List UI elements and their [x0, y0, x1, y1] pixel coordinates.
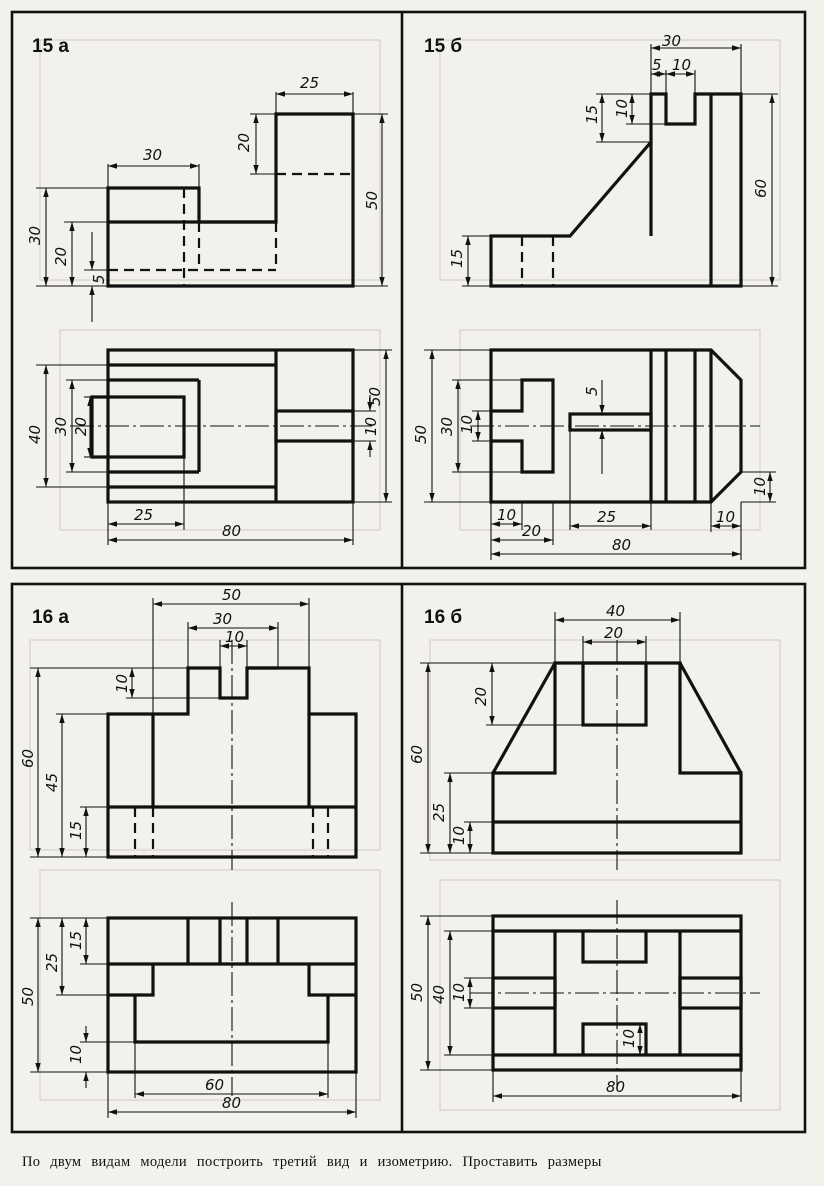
panel-15a: 15 а: [26, 36, 392, 545]
panel-16b-dimension-lines: [420, 612, 742, 1102]
panel-15a-title: 15 а: [32, 36, 69, 57]
dim-value: 50: [363, 191, 381, 210]
dim-value: 25: [134, 506, 153, 524]
dim-value: 25: [300, 74, 319, 92]
dim-value: 10: [225, 628, 244, 646]
dim-value: 10: [362, 417, 380, 436]
panel-15a-dimension-values: 25 20 50 30 30 20 5 40 30 20 50 10 25 80: [26, 74, 384, 540]
panel-16a-top-view: [106, 902, 358, 1096]
dim-value: 10: [113, 674, 131, 693]
dim-value: 50: [412, 425, 430, 444]
panel-16b-dimension-values: 40 20 20 60 25 10 50 40 10 10 80: [408, 602, 638, 1096]
dim-value: 40: [26, 425, 44, 444]
dim-value: 20: [522, 522, 541, 540]
panel-15b-front-view: [489, 92, 743, 288]
panel-15b-top-view: [470, 348, 760, 504]
dim-value: 15: [583, 105, 601, 124]
dim-value: 30: [26, 226, 44, 245]
panel-16b: 16 б: [408, 602, 760, 1102]
dim-value: 25: [43, 953, 61, 972]
panel-16a-dimension-values: 50 30 10 10 60 45 15 50 25 15 10 60 80: [19, 586, 244, 1112]
dim-value: 60: [19, 749, 37, 768]
panel-15b-title: 15 б: [424, 36, 462, 57]
dim-value: 10: [620, 1029, 638, 1048]
dim-value: 40: [606, 602, 625, 620]
panel-16b-top-view: [470, 900, 760, 1090]
dim-value: 20: [472, 687, 490, 706]
dim-value: 25: [597, 508, 616, 526]
dim-value: 45: [43, 773, 61, 792]
panel-16b-title: 16 б: [424, 607, 462, 628]
panel-16a: 16 а: [19, 586, 358, 1118]
dim-value: 10: [751, 477, 769, 496]
dim-value: 50: [366, 387, 384, 406]
dim-value: 30: [662, 32, 681, 50]
dim-value: 10: [450, 826, 468, 845]
dim-value: 25: [430, 803, 448, 822]
dim-value: 30: [143, 146, 162, 164]
dim-value: 10: [450, 983, 468, 1002]
dim-value: 30: [52, 417, 70, 436]
dim-value: 50: [19, 987, 37, 1006]
dim-value: 10: [672, 56, 691, 74]
dim-value: 5: [90, 274, 108, 284]
panel-15a-top-view: [70, 348, 372, 504]
panel-16a-front-view: [106, 640, 358, 870]
panel-15b-dimension-values: 30 5 10 15 10 60 15 5 50 30 10 10 10 20 …: [412, 32, 770, 554]
dim-value: 15: [67, 821, 85, 840]
panel-16b-front-view: [491, 640, 743, 870]
dim-value: 50: [408, 983, 426, 1002]
dim-value: 80: [222, 1094, 241, 1112]
dim-value: 60: [752, 179, 770, 198]
dim-value: 10: [497, 506, 516, 524]
dim-value: 10: [458, 415, 476, 434]
panel-frames: [10, 10, 807, 1134]
panel-15b: 15 б: [412, 32, 778, 560]
dim-value: 20: [52, 247, 70, 266]
dim-value: 10: [613, 99, 631, 118]
panel-15b-dimension-lines: [424, 44, 778, 560]
dim-value: 5: [583, 386, 601, 396]
panel-16a-dimension-lines: [30, 598, 357, 1118]
panel-15a-dimension-lines: [36, 91, 392, 545]
dim-value: 60: [205, 1076, 224, 1094]
show-through-background: [29, 39, 781, 1111]
dim-value: 10: [716, 508, 735, 526]
dim-value: 30: [213, 610, 232, 628]
dim-value: 40: [430, 985, 448, 1004]
panel-15a-front-view: [106, 112, 355, 288]
dim-value: 20: [72, 417, 90, 436]
dim-value: 20: [235, 133, 253, 152]
dim-value: 5: [652, 56, 662, 74]
dim-value: 80: [606, 1078, 625, 1096]
dim-value: 50: [222, 586, 241, 604]
task-caption: По двум видам модели построить третий ви…: [22, 1154, 602, 1170]
dim-value: 10: [67, 1045, 85, 1064]
dim-value: 15: [67, 931, 85, 950]
dim-value: 30: [438, 417, 456, 436]
dim-value: 60: [408, 745, 426, 764]
dim-value: 80: [222, 522, 241, 540]
dim-value: 80: [612, 536, 631, 554]
dim-value: 15: [448, 249, 466, 268]
dim-value: 20: [604, 624, 623, 642]
panel-16a-title: 16 а: [32, 607, 69, 628]
